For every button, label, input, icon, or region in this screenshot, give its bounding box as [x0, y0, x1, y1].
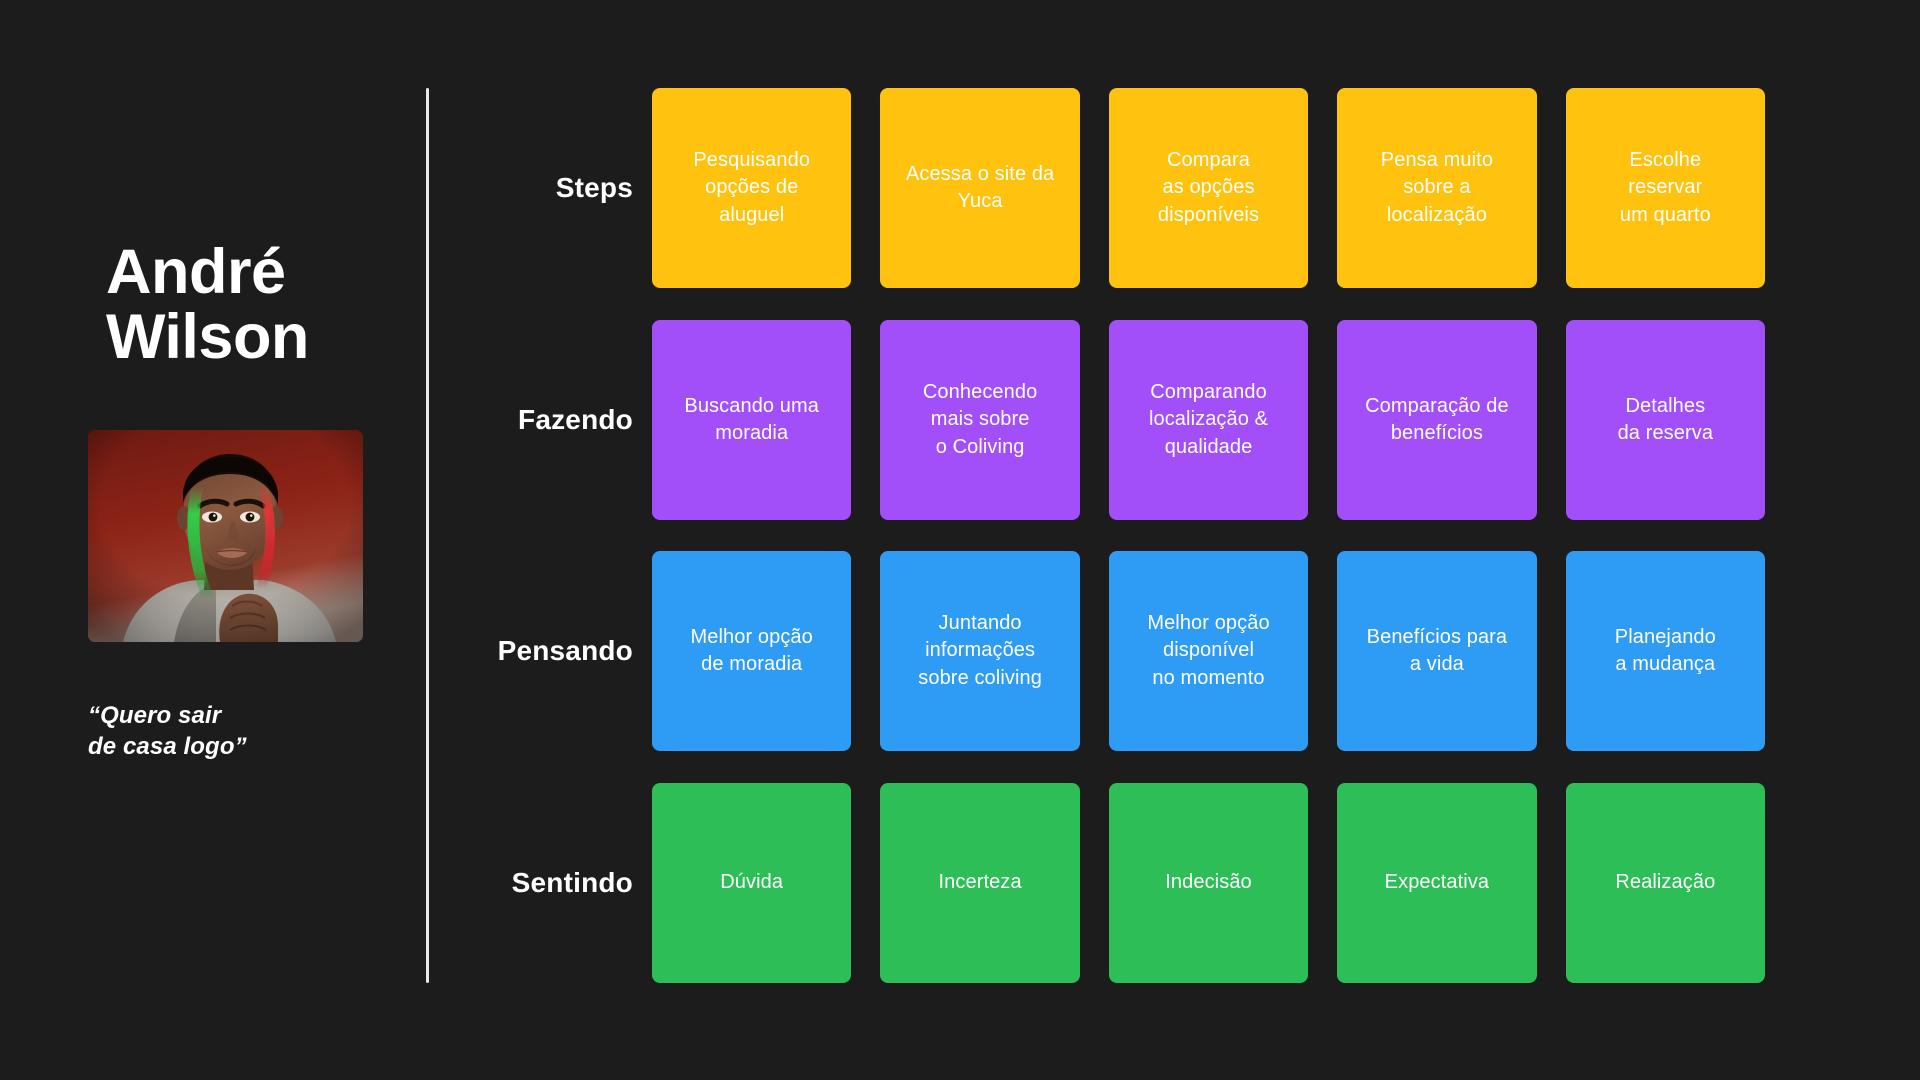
card-pensando-5[interactable]: Planejando a mudança: [1565, 551, 1766, 751]
persona-photo: [88, 430, 363, 642]
card-steps-1[interactable]: Pesquisando opções de aluguel: [652, 88, 852, 288]
vertical-divider: [426, 88, 429, 983]
journey-row-steps: Steps Pesquisando opções de aluguel Aces…: [470, 88, 1766, 288]
card-pensando-4[interactable]: Benefícios para a vida: [1337, 551, 1537, 751]
row-label-steps: Steps: [555, 172, 633, 203]
card-fazendo-3[interactable]: Comparando localização & qualidade: [1108, 320, 1309, 520]
card-fazendo-5[interactable]: Detalhes da reserva: [1565, 320, 1766, 520]
row-cards-sentindo: Dúvida Incerteza Indecisão Expectativa R…: [652, 783, 1766, 983]
portrait-photo-icon: [88, 430, 363, 642]
card-sentindo-2[interactable]: Incerteza: [880, 783, 1080, 983]
card-sentindo-1[interactable]: Dúvida: [652, 783, 852, 983]
journey-row-pensando: Pensando Melhor opção de moradia Juntand…: [470, 551, 1766, 751]
persona-quote-line1: “Quero sair: [88, 702, 222, 729]
card-steps-4[interactable]: Pensa muito sobre a localização: [1337, 88, 1537, 288]
persona-quote: “Quero sair de casa logo”: [88, 700, 408, 762]
row-label-pensando: Pensando: [497, 635, 633, 666]
row-cards-pensando: Melhor opção de moradia Juntando informa…: [652, 551, 1766, 751]
row-label-fazendo: Fazendo: [518, 404, 633, 435]
persona-name: André Wilson: [106, 240, 406, 370]
row-label-sentindo: Sentindo: [511, 867, 633, 898]
card-steps-2[interactable]: Acessa o site da Yuca: [880, 88, 1080, 288]
card-steps-5[interactable]: Escolhe reservar um quarto: [1565, 88, 1766, 288]
row-cards-steps: Pesquisando opções de aluguel Acessa o s…: [652, 88, 1766, 288]
persona-name-line2: Wilson: [106, 301, 309, 372]
journey-row-sentindo: Sentindo Dúvida Incerteza Indecisão Expe…: [470, 783, 1766, 983]
journey-grid: Steps Pesquisando opções de aluguel Aces…: [470, 88, 1766, 983]
card-pensando-2[interactable]: Juntando informações sobre coliving: [880, 551, 1080, 751]
persona-quote-line2: de casa logo”: [88, 733, 247, 761]
row-cards-fazendo: Buscando uma moradia Conhecendo mais sob…: [652, 320, 1766, 520]
card-fazendo-1[interactable]: Buscando uma moradia: [652, 320, 852, 520]
card-pensando-3[interactable]: Melhor opção disponível no momento: [1108, 551, 1309, 751]
journey-row-fazendo: Fazendo Buscando uma moradia Conhecendo …: [470, 320, 1766, 520]
card-pensando-1[interactable]: Melhor opção de moradia: [652, 551, 852, 751]
card-sentindo-3[interactable]: Indecisão: [1108, 783, 1309, 983]
card-sentindo-5[interactable]: Realização: [1565, 783, 1766, 983]
card-steps-3[interactable]: Compara as opções disponíveis: [1108, 88, 1309, 288]
persona-panel: André Wilson: [0, 0, 427, 1080]
card-fazendo-2[interactable]: Conhecendo mais sobre o Coliving: [880, 320, 1080, 520]
card-sentindo-4[interactable]: Expectativa: [1337, 783, 1537, 983]
card-fazendo-4[interactable]: Comparação de benefícios: [1337, 320, 1537, 520]
persona-name-line1: André: [106, 237, 286, 307]
